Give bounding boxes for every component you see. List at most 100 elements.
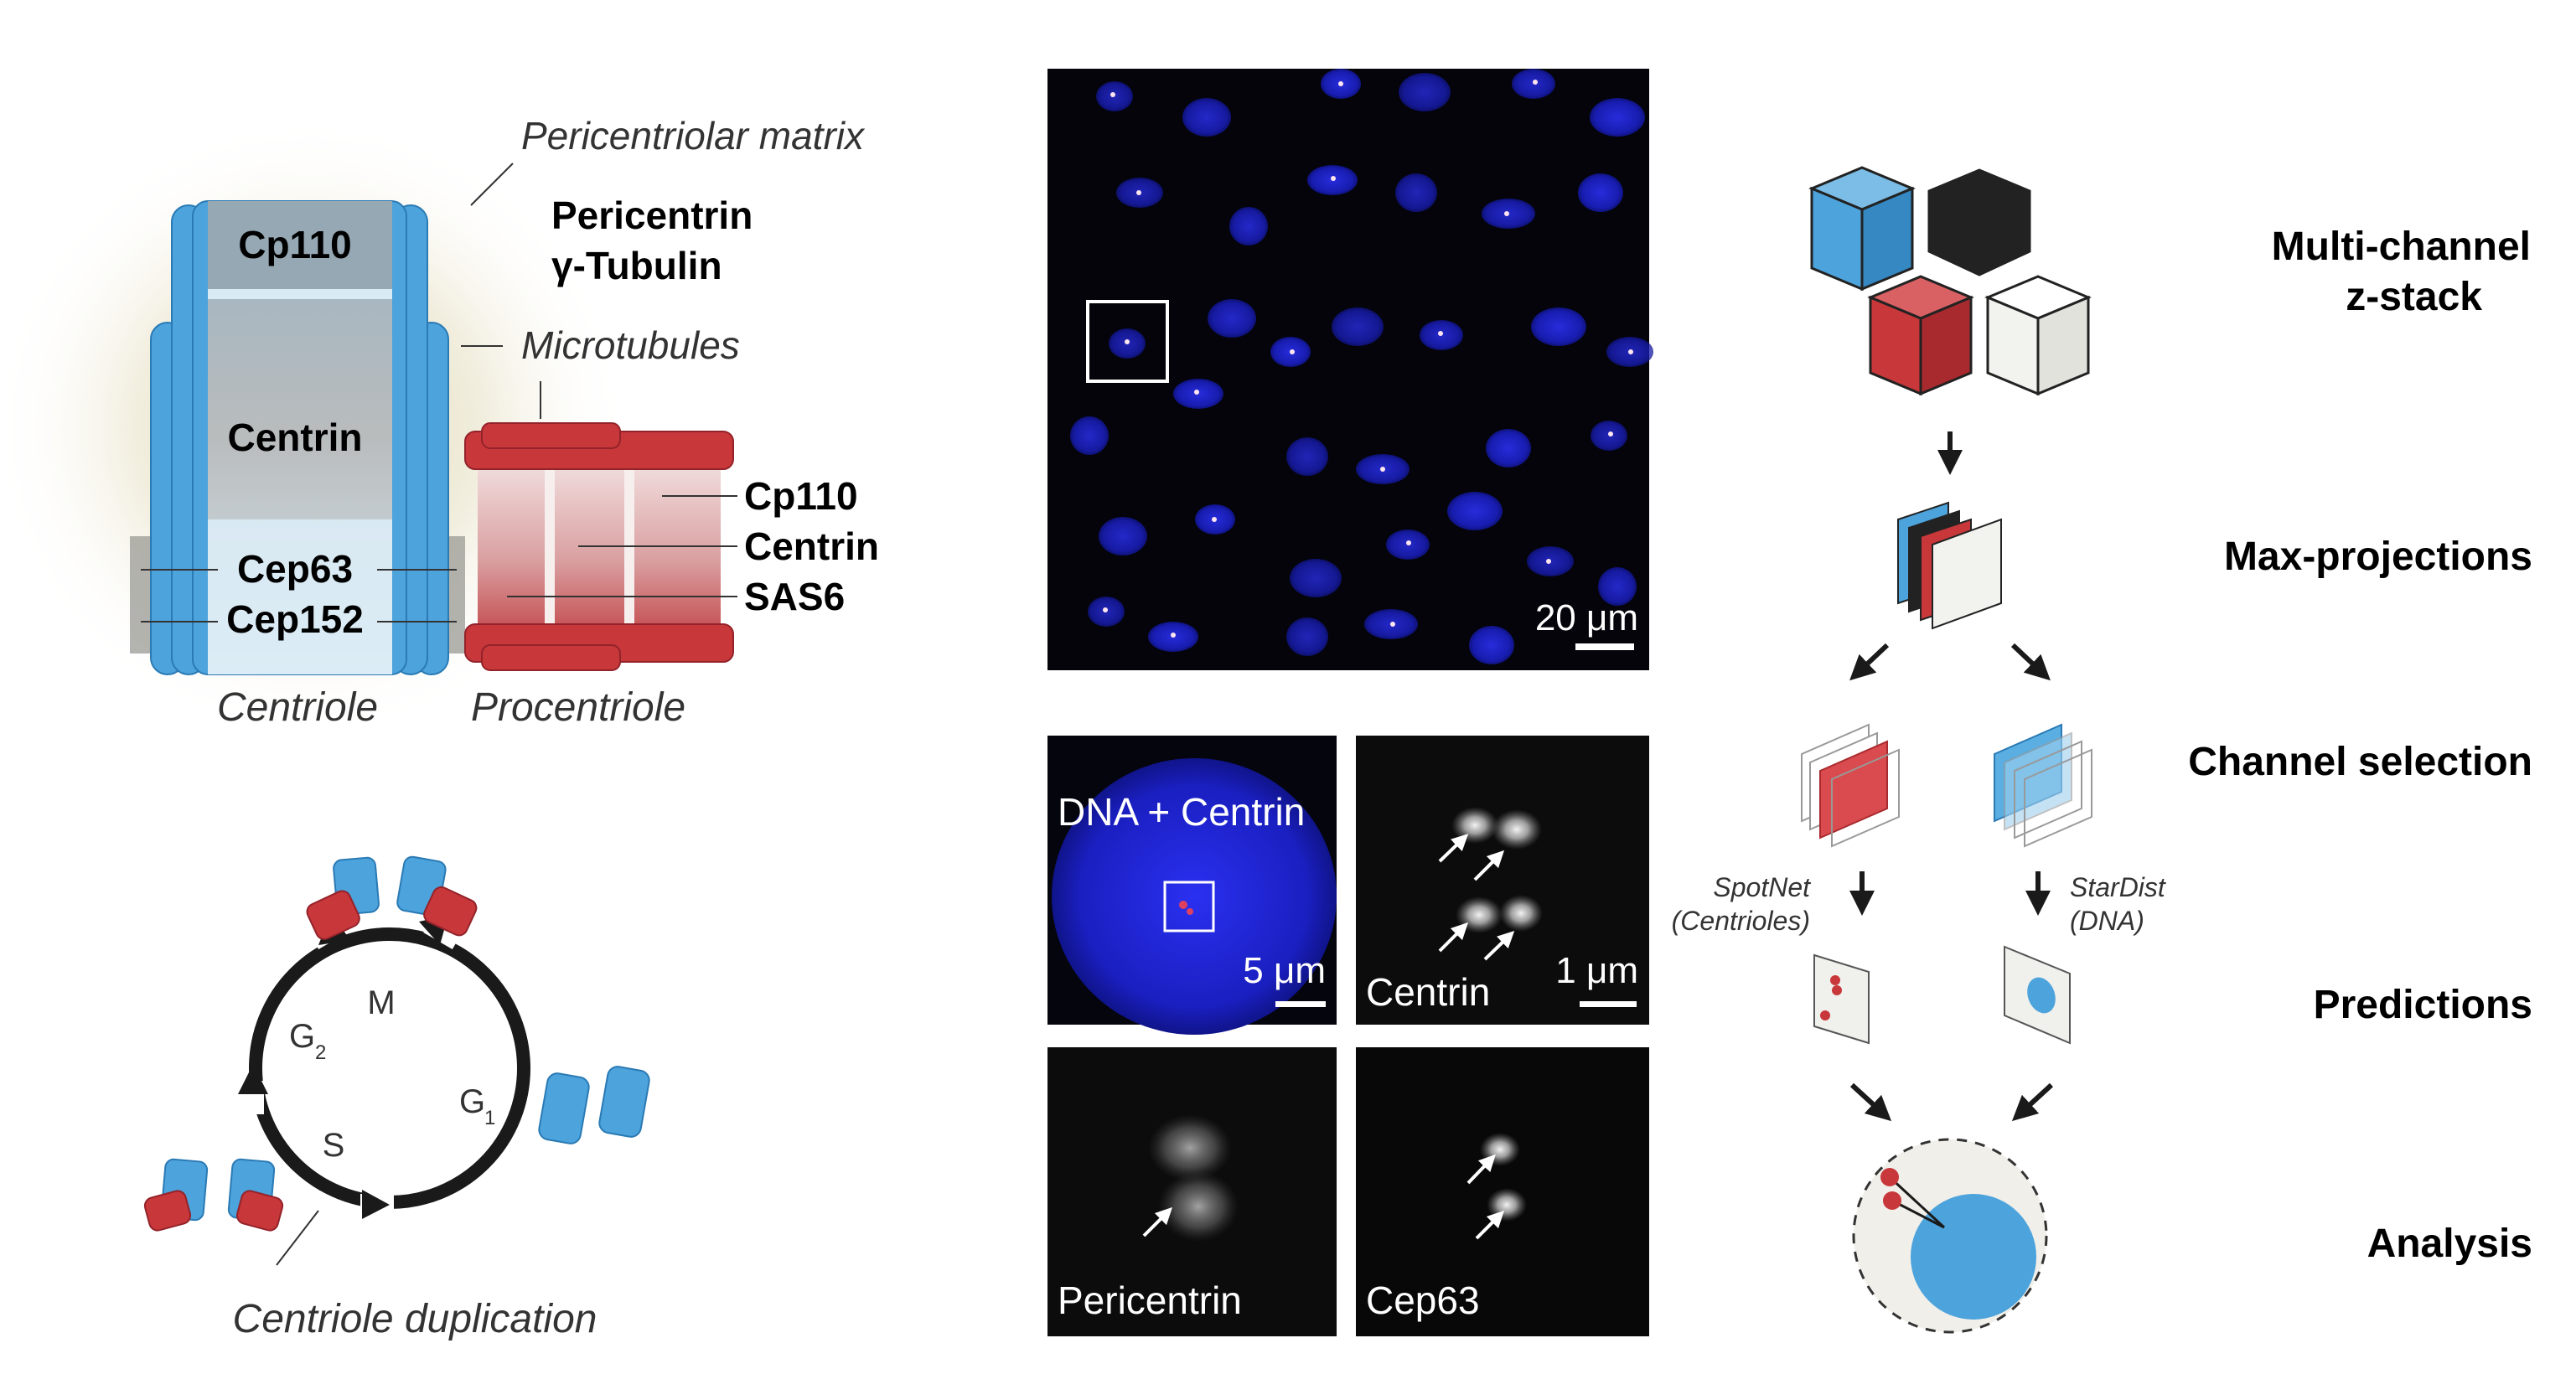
centriole-protein-cp110: Cp110 [238, 223, 352, 266]
nucleus-blob [1395, 173, 1437, 212]
phase-s: S [323, 1127, 345, 1164]
nucleus-blob [1578, 173, 1623, 212]
centriole-spot [1438, 331, 1443, 336]
cell-cycle-diagram: M G 2 G 1 S Centriole duplication [143, 855, 650, 1341]
centriole-spot [1212, 517, 1217, 522]
cycle-ring [249, 927, 530, 1209]
step-label-max-projections: Max-projections [2224, 535, 2532, 579]
flow-arrow-2a [1849, 643, 1890, 681]
nucleus-blob [1286, 437, 1328, 476]
centriole-spot [1171, 633, 1176, 638]
panel-scale-centrin: 1 μm [1555, 950, 1638, 991]
zoom-panel-cep63: Cep63 [1356, 1047, 1649, 1336]
panel-label-cep63: Cep63 [1366, 1279, 1480, 1322]
centriole-spot [1110, 92, 1115, 97]
phase-m: M [367, 984, 395, 1021]
pcm-protein-pericentrin: Pericentrin [551, 194, 753, 237]
zoom-panel-centrin: Centrin 1 μm [1356, 736, 1649, 1025]
channel-selection-red [1801, 723, 1900, 848]
centriole-spot [1504, 211, 1509, 216]
centriole-spot [1380, 467, 1385, 472]
centriole-spot [1125, 339, 1130, 344]
procentriole-body [464, 422, 734, 671]
prediction-dna [2004, 945, 2071, 1045]
nucleus-blob [1208, 299, 1256, 338]
cycle-arrowhead-4 [362, 1190, 390, 1219]
zoom-panel-pericentrin: Pericentrin [1047, 1047, 1337, 1336]
step-label-multichannel-1: Multi-channel [2272, 225, 2531, 269]
microtubules-label: Microtubules [521, 323, 740, 367]
nucleus-blob [1182, 98, 1231, 137]
centriole-spot [1628, 349, 1633, 354]
step-label-predictions: Predictions [2314, 983, 2532, 1027]
nucleus-blob [1590, 98, 1645, 137]
centriole-spot [1290, 349, 1295, 354]
flow-arrow-2b [2010, 643, 2051, 681]
model-stardist-target: (DNA) [2070, 906, 2144, 936]
overview-nuclei [1070, 69, 1653, 664]
centriole-label: Centriole [217, 685, 378, 730]
centriole-protein-cep63: Cep63 [237, 547, 353, 591]
model-spotnet-target: (Centrioles) [1672, 906, 1810, 936]
step-label-channel-selection: Channel selection [2188, 740, 2532, 784]
flow-arrow-4b [2011, 1082, 2054, 1122]
cycle-arrowhead-3 [238, 1064, 268, 1094]
max-projection-stack [1897, 501, 2002, 630]
centriole-spot [1608, 431, 1613, 437]
centriole-spot [1194, 390, 1199, 395]
panel-label-centrin: Centrin [1366, 970, 1490, 1014]
procentriole-protein-cp110: Cp110 [744, 474, 858, 518]
nucleus-blob [1099, 517, 1147, 555]
nucleus-blob [1447, 492, 1503, 530]
analysis-cell [1852, 1138, 2048, 1334]
procentriole-label: Procentriole [471, 685, 685, 730]
centriole-pair-m [306, 855, 478, 940]
centriole-protein-cep152: Cep152 [226, 597, 364, 641]
zoom-panel-dna-centrin: DNA + Centrin 5 μm [1047, 736, 1337, 1035]
centriole-schematic: Cp110 Centrin Cep63 Cep152 Cp110 Centrin… [0, 114, 879, 737]
channel-selection-blue [1994, 723, 2092, 848]
centriole-spot [1533, 80, 1538, 85]
phase-g2-sub: 2 [315, 1041, 326, 1064]
centriole-spot [1338, 81, 1343, 86]
nucleus-blob [1469, 626, 1514, 664]
phase-g1: G [459, 1083, 485, 1120]
pcm-label: Pericentriolar matrix [521, 114, 866, 158]
nucleus-blob [1598, 567, 1637, 606]
centriole-pair-s [143, 1158, 284, 1232]
procentriole-protein-centrin: Centrin [744, 524, 879, 568]
centriole-spot [1136, 190, 1141, 195]
procentriole-protein-sas6: SAS6 [744, 575, 845, 618]
cycle-caption: Centriole duplication [233, 1297, 597, 1341]
nucleus-blob [1332, 307, 1384, 346]
centriole-protein-centrin: Centrin [228, 416, 363, 459]
step-label-analysis: Analysis [2367, 1222, 2532, 1266]
centriole-spot [1103, 607, 1108, 612]
pcm-protein-gamma-tubulin: γ-Tubulin [551, 244, 722, 287]
nucleus-blob [1229, 207, 1268, 245]
flow-arrow-4a [1849, 1082, 1892, 1122]
prediction-centrioles [1813, 953, 1870, 1045]
pipeline: SpotNet (Centrioles) StarDist (DNA) Mult… [1672, 166, 2532, 1334]
microscopy-overview: 20 μm [1047, 69, 1653, 670]
nucleus-blob [1070, 416, 1109, 455]
panel-label-pericentrin: Pericentrin [1058, 1279, 1242, 1322]
nucleus-blob [1290, 559, 1342, 597]
overview-inset-box [1086, 300, 1169, 383]
centriole-body [150, 200, 449, 675]
overview-scale-label: 20 μm [1535, 597, 1638, 638]
centriole-spot [1331, 176, 1336, 181]
panel-label-dna-centrin: DNA + Centrin [1058, 790, 1305, 834]
phase-g1-sub: 1 [484, 1107, 495, 1129]
zstack-cubes [1808, 166, 2092, 396]
model-stardist-name: StarDist [2070, 872, 2166, 902]
step-label-multichannel-2: z-stack [2346, 275, 2482, 319]
nucleus-blob [1486, 429, 1531, 468]
centriole-spot [1406, 540, 1411, 545]
nucleus-blob [1531, 307, 1586, 346]
model-spotnet-name: SpotNet [1713, 872, 1811, 902]
centriole-pair-g1 [538, 1066, 650, 1144]
overview-image [1047, 69, 1649, 670]
centriole-spot [1546, 559, 1551, 564]
